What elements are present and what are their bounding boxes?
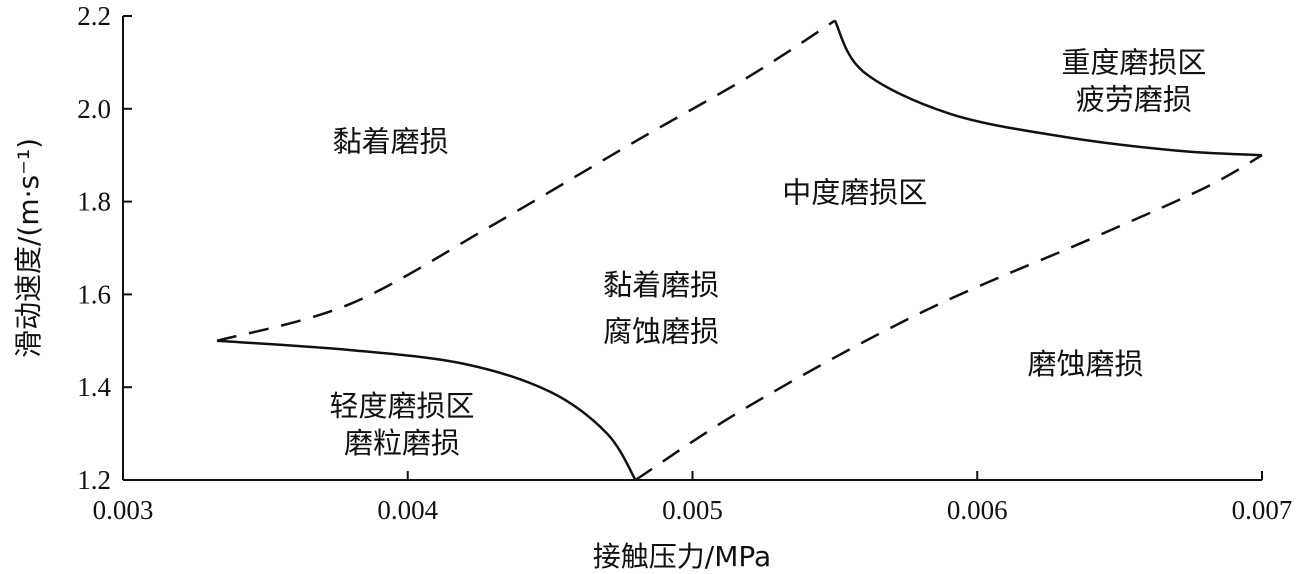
label-corrosive-wear-center: 腐蚀磨损 — [603, 315, 719, 349]
x-tick-label: 0.007 — [1232, 495, 1293, 525]
boundary-lower-left-solid — [216, 339, 637, 481]
label-adhesive-wear-center: 黏着磨损 — [603, 268, 719, 302]
label-severe-zone: 重度磨损区 — [1061, 45, 1206, 79]
y-axis-label: 滑动速度/(m·s⁻¹) — [12, 138, 45, 358]
label-adhesive-wear-upper: 黏着磨损 — [333, 124, 449, 158]
label-mild-zone: 轻度磨损区 — [330, 389, 475, 423]
y-tick-label: 2.0 — [77, 94, 111, 124]
y-tick-label: 1.6 — [77, 279, 111, 309]
x-tick-label: 0.004 — [377, 495, 438, 525]
x-tick-label: 0.006 — [947, 495, 1008, 525]
y-tick-label: 1.4 — [77, 372, 111, 402]
boundary-upper-right-solid — [833, 19, 1263, 157]
y-tick-label: 1.8 — [77, 187, 111, 217]
x-axis-label: 接触压力/MPa — [593, 540, 771, 573]
boundary-upper-left-dashed — [216, 19, 836, 343]
label-fatigue-wear: 疲劳磨损 — [1076, 83, 1192, 117]
label-medium-zone: 中度磨损区 — [782, 175, 927, 209]
x-tick-label: 0.005 — [662, 495, 723, 525]
boundary-lines — [216, 19, 1263, 482]
x-ticks: 0.003 0.004 0.005 0.006 0.007 — [93, 471, 1293, 525]
x-tick-label: 0.003 — [93, 495, 154, 525]
y-tick-label: 1.2 — [77, 465, 111, 495]
label-corrosive-wear-right: 磨蚀磨损 — [1027, 347, 1143, 381]
label-abrasive-wear: 磨粒磨损 — [344, 426, 460, 460]
y-tick-label: 2.2 — [77, 1, 111, 31]
y-ticks: 1.2 1.4 1.6 1.8 2.0 2.2 — [77, 1, 132, 495]
boundary-lower-right-dashed — [634, 154, 1263, 482]
